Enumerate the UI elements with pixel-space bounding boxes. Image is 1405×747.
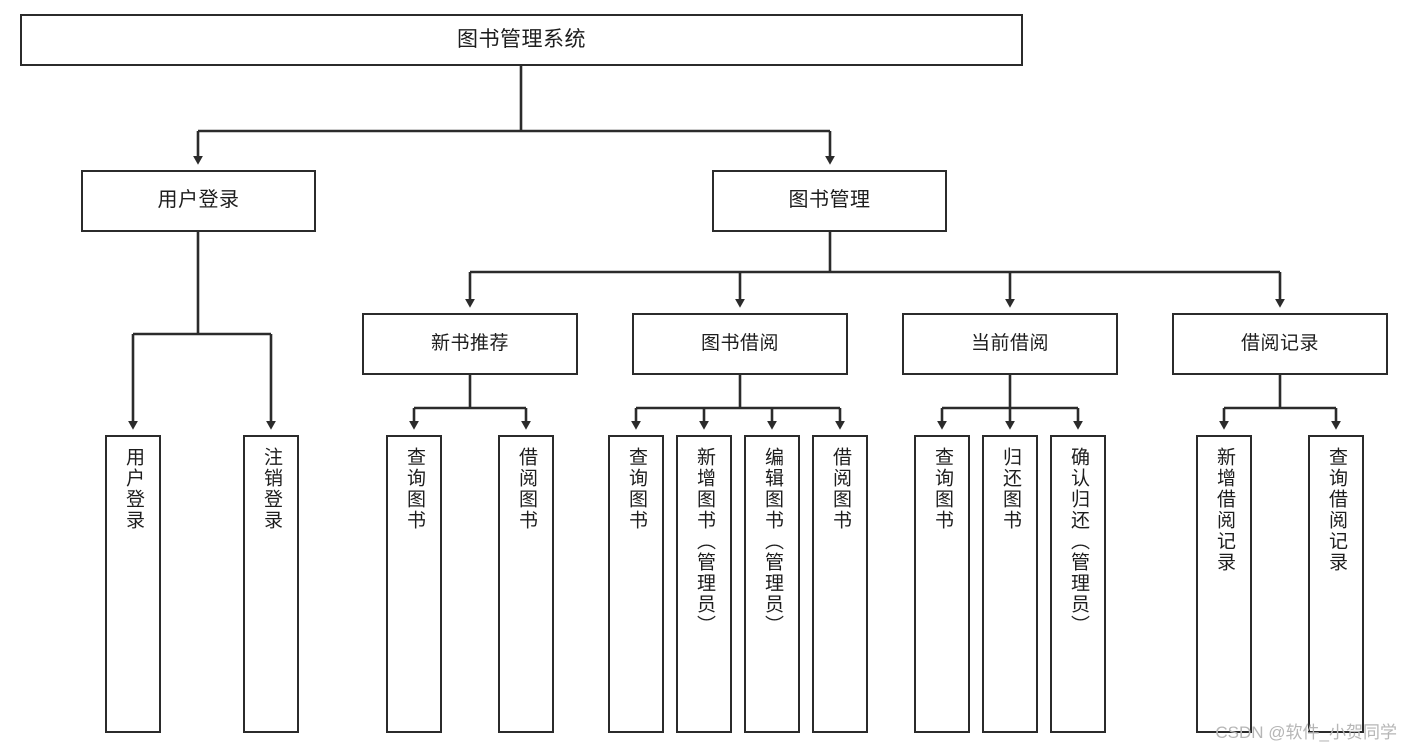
node-leaf-borrow-query-book[interactable]: 查询图书 (608, 435, 664, 733)
node-label: 用户登录 (157, 189, 240, 212)
node-leaf-record-query-record[interactable]: 查询借阅记录 (1308, 435, 1364, 733)
node-group-borrow-record[interactable]: 借阅记录 (1172, 313, 1388, 375)
node-label: 借阅图书 (829, 447, 851, 531)
node-label: 新增图书（管理员） (693, 447, 715, 636)
node-leaf-user-login[interactable]: 用户登录 (105, 435, 161, 733)
node-label: 查询图书 (403, 447, 425, 531)
node-branch-book-management[interactable]: 图书管理 (712, 170, 947, 232)
node-leaf-recommend-query-book[interactable]: 查询图书 (386, 435, 442, 733)
node-group-new-book-recommend[interactable]: 新书推荐 (362, 313, 578, 375)
node-label: 查询图书 (625, 447, 647, 531)
node-leaf-current-query-book[interactable]: 查询图书 (914, 435, 970, 733)
node-label: 查询图书 (931, 447, 953, 531)
node-label: 图书管理系统 (457, 27, 586, 51)
node-root-system[interactable]: 图书管理系统 (20, 14, 1023, 66)
node-label: 查询借阅记录 (1325, 447, 1347, 573)
node-label: 借阅图书 (515, 447, 537, 531)
node-group-book-borrow[interactable]: 图书借阅 (632, 313, 848, 375)
node-leaf-recommend-borrow-book[interactable]: 借阅图书 (498, 435, 554, 733)
node-label: 编辑图书（管理员） (761, 447, 783, 636)
node-branch-user-login[interactable]: 用户登录 (81, 170, 316, 232)
node-leaf-borrow-edit-book-admin[interactable]: 编辑图书（管理员） (744, 435, 800, 733)
node-leaf-user-logout[interactable]: 注销登录 (243, 435, 299, 733)
node-label: 新书推荐 (430, 332, 509, 354)
node-label: 新增借阅记录 (1213, 447, 1235, 573)
node-label: 归还图书 (999, 447, 1021, 531)
node-leaf-current-confirm-return-admin[interactable]: 确认归还（管理员） (1050, 435, 1106, 733)
node-leaf-current-return-book[interactable]: 归还图书 (982, 435, 1038, 733)
node-label: 当前借阅 (970, 332, 1049, 354)
node-label: 图书管理 (788, 189, 871, 212)
node-leaf-borrow-borrow-book[interactable]: 借阅图书 (812, 435, 868, 733)
node-label: 确认归还（管理员） (1067, 447, 1089, 636)
node-label: 图书借阅 (700, 332, 779, 354)
node-label: 注销登录 (260, 447, 282, 531)
node-label: 用户登录 (122, 447, 144, 531)
node-leaf-record-add-record[interactable]: 新增借阅记录 (1196, 435, 1252, 733)
node-group-current-borrow[interactable]: 当前借阅 (902, 313, 1118, 375)
node-leaf-borrow-add-book-admin[interactable]: 新增图书（管理员） (676, 435, 732, 733)
node-label: 借阅记录 (1240, 332, 1319, 354)
